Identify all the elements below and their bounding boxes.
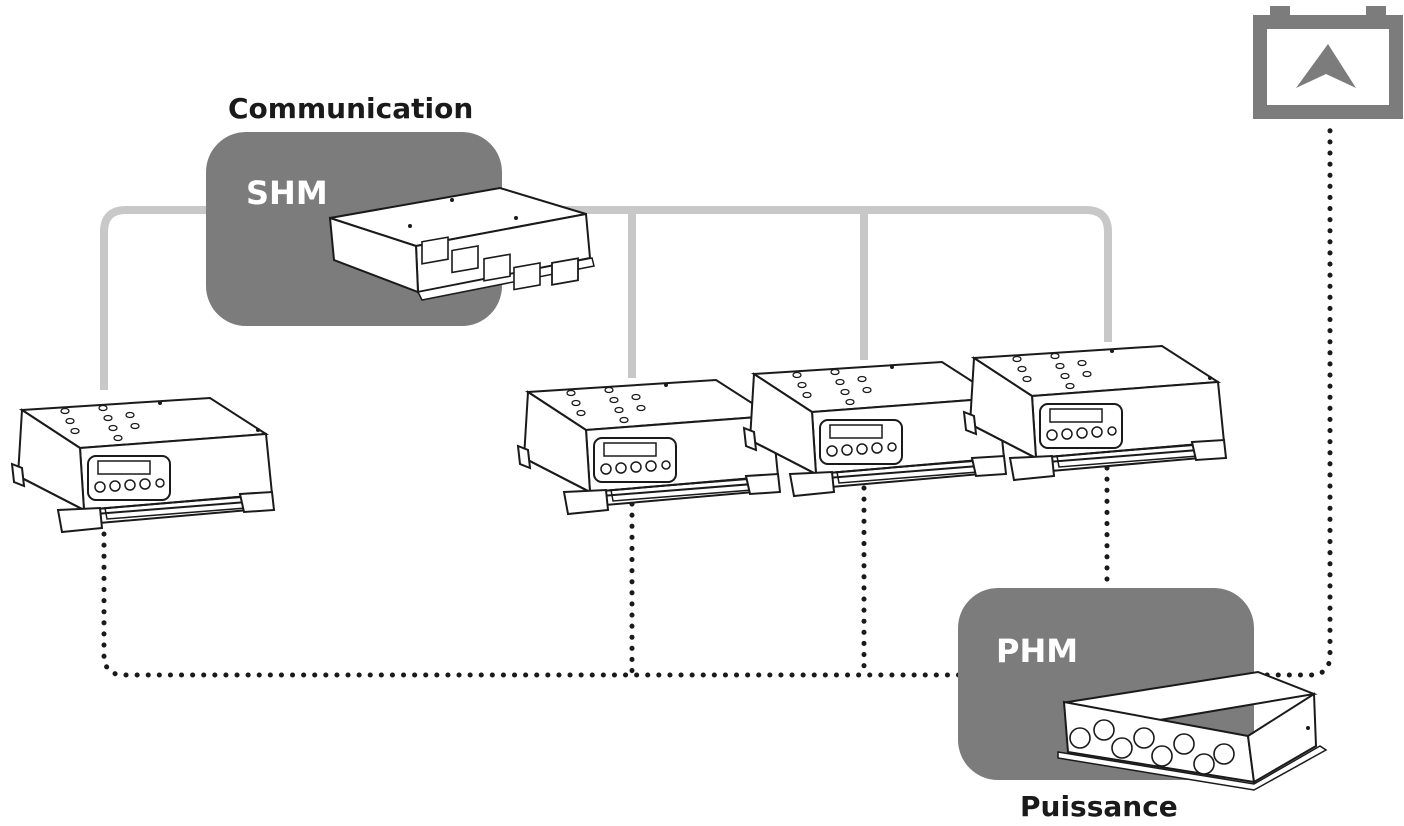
charger-device-icon-1 (11, 397, 275, 533)
communication-label: Communication (228, 92, 473, 125)
phm-device-icon (1057, 670, 1328, 791)
power-bus (101, 123, 1333, 678)
shm-device-icon (328, 186, 595, 301)
communication-bus (100, 206, 1112, 390)
power-label: Puissance (1020, 790, 1178, 823)
shm-label: SHM (246, 174, 328, 212)
battery-icon (1253, 6, 1403, 119)
phm-label: PHM (996, 632, 1078, 670)
charger-device-icon-2 (517, 379, 781, 515)
